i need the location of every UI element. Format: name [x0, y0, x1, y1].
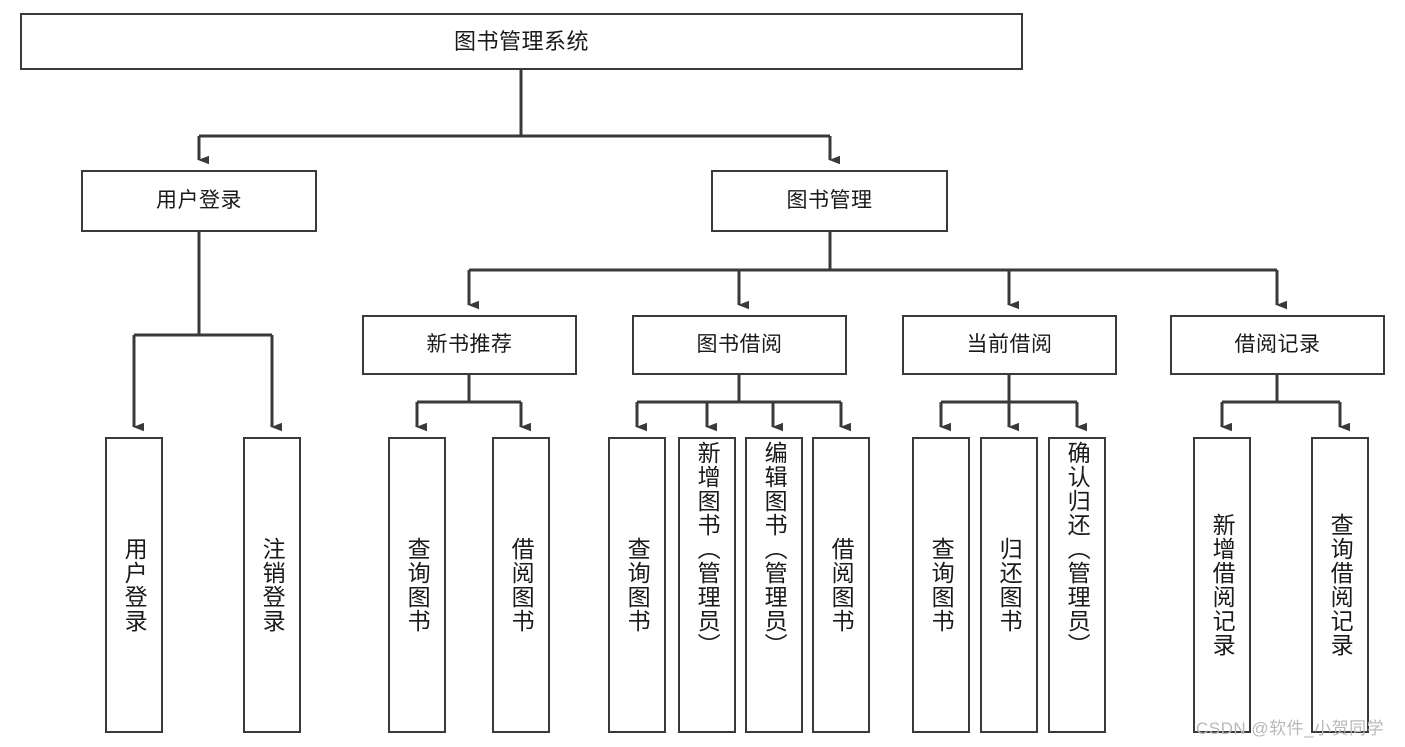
leaf-user-login[interactable]: 用户登录 [105, 437, 163, 733]
leaf-borrow-book-2[interactable]: 借阅图书 [812, 437, 870, 733]
leaf-borrow-book-1[interactable]: 借阅图书 [492, 437, 550, 733]
node-book-management-label: 图书管理 [786, 188, 873, 212]
leaf-return-book-label: 归还图书 [996, 537, 1023, 633]
node-root-label: 图书管理系统 [453, 28, 589, 54]
leaf-confirm-return[interactable]: 确认归还（管理员） [1048, 437, 1106, 733]
leaf-logout-login-label: 注销登录 [259, 537, 286, 633]
csdn-watermark: CSDN @软件_小贺同学 [1196, 719, 1385, 738]
node-new-book-recommend-label: 新书推荐 [426, 332, 513, 356]
leaf-query-borrow-record[interactable]: 查询借阅记录 [1311, 437, 1369, 733]
node-root[interactable]: 图书管理系统 [20, 13, 1023, 70]
leaf-edit-book-label: 编辑图书（管理员） [761, 441, 788, 657]
leaf-query-book-2[interactable]: 查询图书 [608, 437, 666, 733]
leaf-query-book-1[interactable]: 查询图书 [388, 437, 446, 733]
leaf-add-borrow-record-label: 新增借阅记录 [1209, 513, 1236, 657]
leaf-add-book-label: 新增图书（管理员） [694, 441, 721, 657]
leaf-query-book-3-label: 查询图书 [928, 537, 955, 633]
leaf-query-book-2-label: 查询图书 [624, 537, 651, 633]
leaf-add-book[interactable]: 新增图书（管理员） [678, 437, 736, 733]
leaf-borrow-book-2-label: 借阅图书 [828, 537, 855, 633]
node-new-book-recommend[interactable]: 新书推荐 [362, 315, 577, 375]
node-borrow-record-label: 借阅记录 [1234, 332, 1321, 356]
node-book-borrow[interactable]: 图书借阅 [632, 315, 847, 375]
leaf-query-book-1-label: 查询图书 [404, 537, 431, 633]
node-book-borrow-label: 图书借阅 [696, 332, 783, 356]
leaf-query-book-3[interactable]: 查询图书 [912, 437, 970, 733]
node-borrow-record[interactable]: 借阅记录 [1170, 315, 1385, 375]
node-current-borrow[interactable]: 当前借阅 [902, 315, 1117, 375]
leaf-return-book[interactable]: 归还图书 [980, 437, 1038, 733]
leaf-add-borrow-record[interactable]: 新增借阅记录 [1193, 437, 1251, 733]
node-current-borrow-label: 当前借阅 [966, 332, 1053, 356]
leaf-query-borrow-record-label: 查询借阅记录 [1327, 513, 1354, 657]
node-user-login-label: 用户登录 [156, 188, 242, 212]
leaf-logout-login[interactable]: 注销登录 [243, 437, 301, 733]
node-book-management[interactable]: 图书管理 [711, 170, 948, 232]
node-user-login[interactable]: 用户登录 [81, 170, 317, 232]
leaf-user-login-label: 用户登录 [121, 537, 148, 633]
leaf-edit-book[interactable]: 编辑图书（管理员） [745, 437, 803, 733]
leaf-confirm-return-label: 确认归还（管理员） [1064, 441, 1091, 657]
leaf-borrow-book-1-label: 借阅图书 [508, 537, 535, 633]
